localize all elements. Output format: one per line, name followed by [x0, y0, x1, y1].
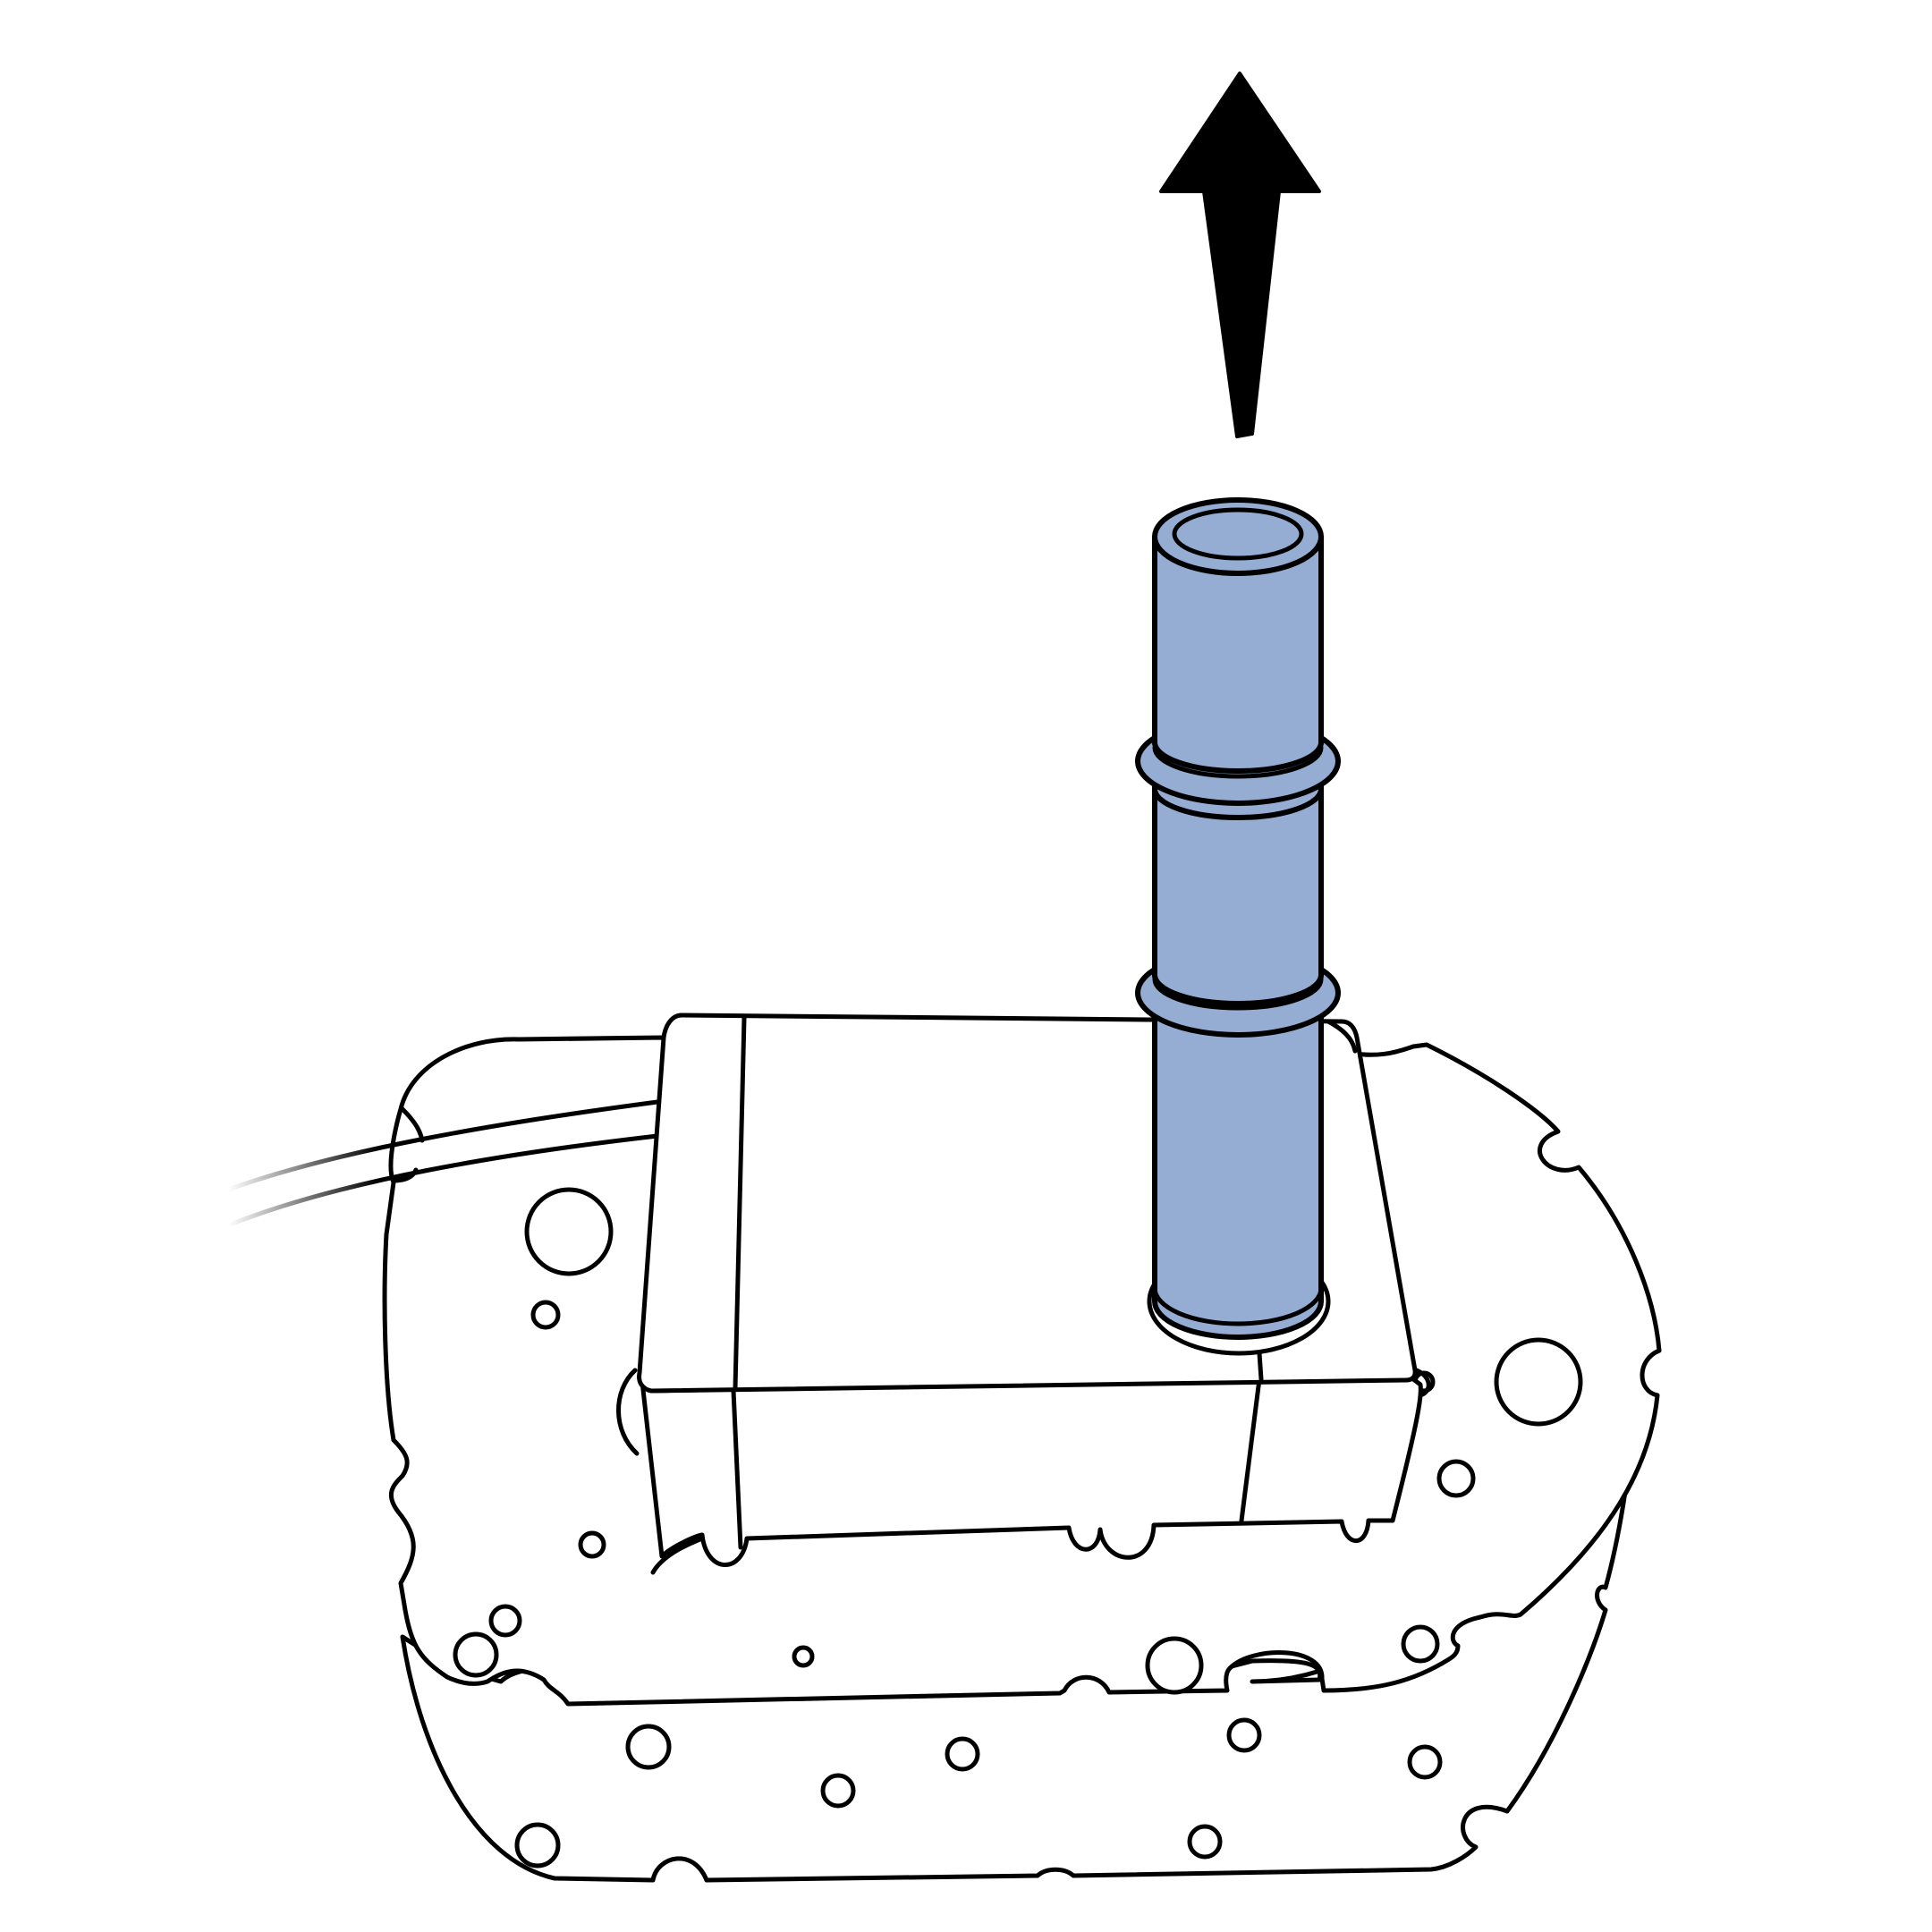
sponge-hole [820, 1773, 856, 1809]
sponge-hole [453, 1631, 499, 1678]
sponge-hole [1436, 1459, 1476, 1498]
pump-base-seam-right [1239, 1377, 1262, 1523]
sponge-hole [1226, 1717, 1262, 1753]
cord-edge-bottom [225, 1133, 660, 1228]
sponge-hole [1145, 1636, 1204, 1695]
pump-base-seam-left [731, 1388, 743, 1550]
sponge-hole [1494, 1337, 1583, 1427]
cord-clip [391, 1106, 425, 1183]
tube-top-segment [1152, 534, 1324, 774]
sponge-hole [488, 1604, 522, 1638]
pump-base-left-tab [616, 1368, 640, 1456]
power-cord [225, 1099, 660, 1228]
sponge-hole [530, 1300, 561, 1330]
sponge-hole [514, 1822, 561, 1868]
cord-edge-top [225, 1099, 660, 1192]
sponge-hole [792, 1645, 815, 1668]
sponge-holes [453, 1187, 1583, 1868]
tube-mid-segment [1152, 786, 1324, 1006]
sponge-hole [1401, 1624, 1440, 1664]
sponge-hole [1407, 1744, 1443, 1780]
sponge-hole [625, 1724, 672, 1770]
pump-housing-right-curve [1326, 1019, 1358, 1054]
tube-bottom-rim [1152, 1285, 1324, 1326]
tube-top-opening [1152, 497, 1324, 576]
pump-base [640, 1373, 1423, 1567]
pump-housing-front-seam [733, 1015, 747, 1391]
sponge-hole [945, 1736, 980, 1772]
lift-arrow [1159, 72, 1321, 438]
sponge-hole [524, 1187, 614, 1276]
sponge-hole [578, 1530, 606, 1559]
tube-top-inner [1172, 507, 1304, 561]
sponge-hole [1187, 1824, 1223, 1860]
pump-base-left-foot [650, 1536, 705, 1575]
outlet-gasket-drop [1257, 1351, 1264, 1382]
outlet-tube [1135, 497, 1341, 1382]
